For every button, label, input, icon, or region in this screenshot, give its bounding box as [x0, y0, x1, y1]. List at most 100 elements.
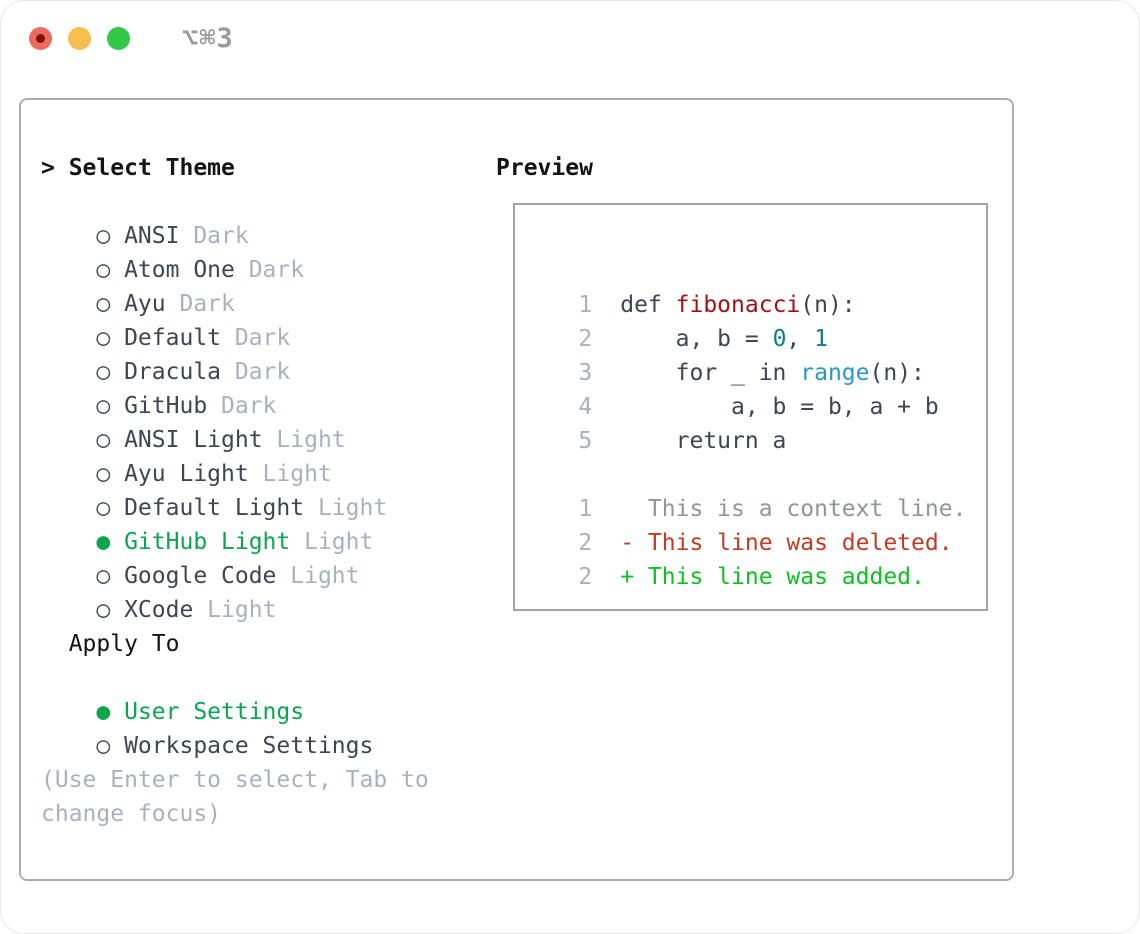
code-text: This is a context line. — [606, 496, 967, 522]
line-number: 1 — [578, 496, 593, 522]
theme-variant-tag: Light — [290, 529, 374, 555]
line-number: 1 — [578, 292, 593, 318]
select-theme-header: > Select Theme — [41, 151, 496, 185]
zoom-button-icon[interactable] — [107, 26, 130, 50]
code-text: for _ in range(n): — [606, 360, 925, 386]
theme-name: XCode — [124, 597, 194, 623]
theme-option[interactable]: ○ Ayu Dark — [41, 253, 496, 317]
radio-icon: ○ — [96, 393, 125, 419]
minimize-button-icon[interactable] — [68, 26, 91, 50]
code-segment-number: 1 — [814, 326, 828, 352]
theme-option[interactable]: ● GitHub Light Light — [41, 491, 496, 555]
apply-to-header: Apply To — [41, 627, 496, 661]
window-title: ⌥⌘3 — [182, 22, 234, 54]
theme-name: Default — [124, 325, 222, 351]
line-number: 2 — [578, 564, 593, 590]
theme-name: Default Light — [124, 495, 305, 521]
code-segment-number: 0 — [772, 326, 787, 352]
theme-option[interactable]: ○ Dracula Dark — [41, 321, 496, 385]
theme-option[interactable]: ○ Ayu Light Light — [41, 423, 496, 487]
theme-variant-tag: Light — [248, 461, 332, 487]
preview-box: 1 def fibonacci(n): 2 a, b = 0, 1 3 for … — [513, 203, 988, 611]
theme-variant-tag: Light — [304, 495, 388, 521]
line-number: 2 — [578, 530, 593, 556]
theme-option[interactable]: ○ ANSI Light Light — [41, 389, 496, 453]
theme-list: ○ ANSI Dark ○ Atom One Dark ○ Ayu Dark ○… — [41, 185, 496, 623]
theme-selector-pane: > Select Theme ○ ANSI Dark ○ Atom One Da… — [41, 151, 496, 877]
apply-to-list: ● User Settings ○ Workspace Settings — [41, 661, 496, 759]
radio-icon: ● — [96, 529, 125, 555]
theme-option[interactable]: ○ Google Code Light — [41, 525, 496, 589]
code-text: def fibonacci(n): — [606, 292, 855, 318]
theme-name: Google Code — [124, 563, 277, 589]
radio-icon: ● — [96, 699, 125, 725]
preview-line: 2 a, b = 0, 1 — [523, 288, 986, 352]
theme-name: Dracula — [124, 359, 222, 385]
main-panel: > Select Theme ○ ANSI Dark ○ Atom One Da… — [19, 98, 1014, 881]
theme-name: Atom One — [124, 257, 235, 283]
theme-option[interactable]: ○ Default Light Light — [41, 457, 496, 521]
theme-variant-tag: Dark — [234, 257, 305, 283]
close-button-icon[interactable] — [29, 26, 52, 50]
theme-variant-tag: Dark — [221, 325, 291, 351]
theme-option[interactable]: ○ ANSI Dark — [41, 185, 496, 249]
apply-to-label: Workspace Settings — [124, 733, 374, 759]
code-segment-function: fibonacci — [675, 292, 801, 318]
theme-variant-tag: Light — [262, 427, 346, 453]
theme-option[interactable]: ○ Atom One Dark — [41, 219, 496, 283]
apply-to-option[interactable]: ○ Workspace Settings — [41, 695, 496, 759]
preview-line: 4 a, b = b, a + b — [523, 356, 986, 420]
radio-icon: ○ — [96, 427, 125, 453]
preview-line: 2 + This line was added. — [523, 526, 986, 590]
radio-icon: ○ — [96, 733, 125, 759]
radio-icon: ○ — [96, 325, 125, 351]
code-segment-added: + This line was added. — [606, 564, 925, 590]
code-segment-code: a, b = — [606, 326, 773, 352]
select-theme-header-label: Select Theme — [68, 155, 235, 181]
code-text: a, b = b, a + b — [606, 394, 939, 420]
line-number: 3 — [578, 360, 593, 386]
radio-icon: ○ — [96, 461, 125, 487]
theme-name: GitHub — [124, 393, 208, 419]
theme-variant-tag: Light — [193, 597, 277, 623]
code-segment-code: , — [786, 326, 815, 352]
apply-to-label: User Settings — [124, 699, 305, 725]
preview-line: 5 return a — [523, 390, 986, 454]
theme-name: ANSI Light — [124, 427, 263, 453]
theme-name: Ayu — [124, 291, 166, 317]
radio-icon: ○ — [96, 257, 125, 283]
radio-icon: ○ — [96, 495, 125, 521]
preview-line: 2 - This line was deleted. — [523, 492, 986, 556]
code-segment-code: (n): — [800, 292, 856, 318]
apply-to-header-label: Apply To — [68, 631, 180, 657]
code-segment-context: This is a context line. — [606, 496, 967, 522]
code-segment-code: def — [606, 292, 676, 318]
code-text: a, b = 0, 1 — [606, 326, 828, 352]
theme-name: ANSI — [124, 223, 180, 249]
radio-icon: ○ — [96, 291, 125, 317]
radio-icon: ○ — [96, 563, 125, 589]
radio-icon: ○ — [96, 223, 125, 249]
preview-pane: Preview 1 def fibonacci(n): 2 a, b = 0, … — [496, 151, 1010, 877]
theme-variant-tag: Dark — [165, 291, 235, 317]
code-segment-code: return a — [606, 428, 787, 454]
radio-icon: ○ — [96, 359, 125, 385]
theme-option[interactable]: ○ XCode Light — [41, 559, 496, 623]
title-bar: ⌥⌘3 — [29, 23, 234, 54]
line-number: 2 — [578, 326, 593, 352]
theme-option[interactable]: ○ Default Dark — [41, 287, 496, 351]
code-segment-builtin: range — [800, 360, 870, 386]
code-segment-code: for _ in — [606, 360, 801, 386]
preview-line: 1 def fibonacci(n): — [523, 254, 986, 318]
theme-option[interactable]: ○ GitHub Dark — [41, 355, 496, 419]
code-text: - This line was deleted. — [606, 530, 952, 556]
theme-variant-tag: Dark — [221, 359, 291, 385]
line-number: 5 — [578, 428, 593, 454]
preview-line: 1 This is a context line. — [523, 458, 986, 522]
preview-header-label: Preview — [496, 155, 593, 181]
theme-name: GitHub Light — [124, 529, 291, 555]
apply-to-option[interactable]: ● User Settings — [41, 661, 496, 725]
code-segment-code: (n): — [869, 360, 925, 386]
code-text: return a — [606, 428, 787, 454]
